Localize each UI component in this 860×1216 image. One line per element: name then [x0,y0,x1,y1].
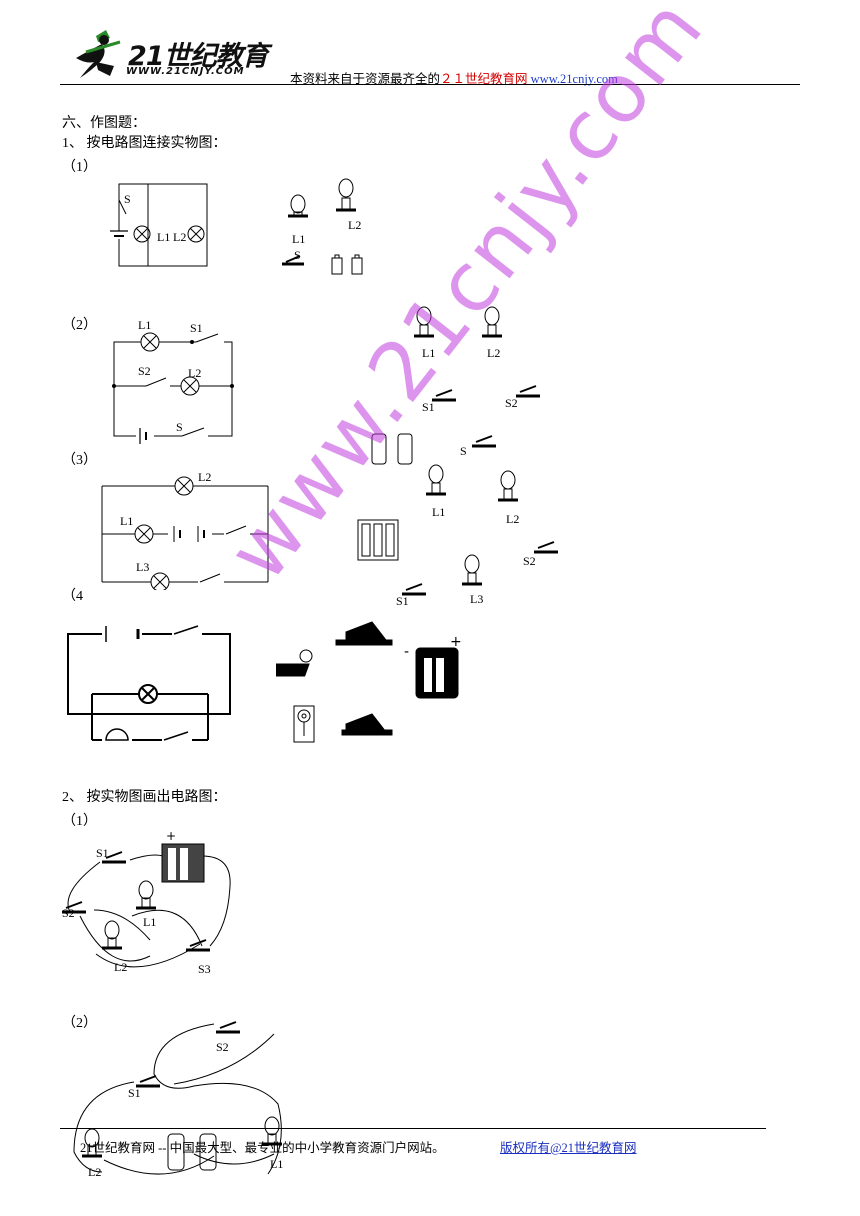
label: S1 [422,400,435,414]
runner-logo-icon [76,30,121,78]
header-brand: ２１世纪教育网 [440,72,528,86]
label: L1 [292,232,306,246]
label: S2 [523,554,536,568]
header-url-link[interactable]: www.21cnjy.com [530,72,618,86]
label: L1 [120,514,134,528]
q2-title: 2、 按实物图画出电路图： [62,790,227,805]
label: S3 [198,962,211,976]
section-title: 六、作图题： [62,116,146,131]
label: L2 [198,470,212,484]
q1-part-1: （1） [62,160,97,175]
label: L2 [188,366,202,380]
label: L2 [173,230,187,244]
svg-text:-: - [404,644,409,660]
label: L2 [487,346,501,360]
label: L1 [432,505,446,519]
footer-copyright-link[interactable]: 版权所有@21世纪教育网 [500,1141,637,1155]
circuit-diagram-4 [67,625,231,744]
label: L2 [348,218,362,232]
footer-rule [60,1128,766,1129]
label: S [460,444,467,458]
logo-text: 21世纪教育 [128,41,269,72]
label: L3 [136,560,150,574]
svg-text:+: + [166,829,176,843]
label: L3 [470,592,484,606]
circuit-diagram-3 [101,476,269,590]
label: S1 [96,846,109,860]
label: L2 [114,960,128,974]
header-rule [60,84,800,85]
real-circuit-1: + [62,829,231,968]
component-set-1 [282,178,363,275]
logo-url: WWW.21CNJY.COM [126,66,245,77]
real-circuit-2 [73,1021,282,1175]
footer-text: 21世纪教育网 -- 中国最大型、最专业的中小学教育资源门户网站。 [80,1141,445,1155]
q2-part-2: （2） [62,1016,97,1031]
header-note-prefix: 本资料来自于资源最齐全的 [290,72,441,86]
label: S2 [62,906,75,920]
component-set-4: + - [276,621,462,743]
label: S2 [505,396,518,410]
label: L2 [506,512,520,526]
label: L1 [138,318,152,332]
label: S1 [190,321,203,335]
component-set-2 [371,306,540,465]
label: S1 [128,1086,141,1100]
circuit-diagram-1 [108,183,208,267]
label: L1 [270,1157,284,1171]
label: L1 [157,230,171,244]
circuit-diagram-2 [112,332,234,444]
q1-part-4: （4 [62,589,83,604]
component-set-3 [357,464,558,596]
label: L1 [143,915,157,929]
label: S [294,248,301,262]
label: L1 [422,346,436,360]
header-note: 本资料来自于资源最齐全的２１世纪教育网 www.21cnjy.com [290,68,618,87]
q1-part-2: （2） [62,318,97,333]
q2-part-1: （1） [62,814,97,829]
label: S [124,192,131,206]
label: S2 [216,1040,229,1054]
label: S2 [138,364,151,378]
q1-title: 1、 按电路图连接实物图： [62,136,227,151]
q1-part-3: （3） [62,453,97,468]
svg-text:+: + [450,634,462,650]
label: S1 [396,594,409,608]
label: S [176,420,183,434]
label: L2 [88,1165,102,1179]
